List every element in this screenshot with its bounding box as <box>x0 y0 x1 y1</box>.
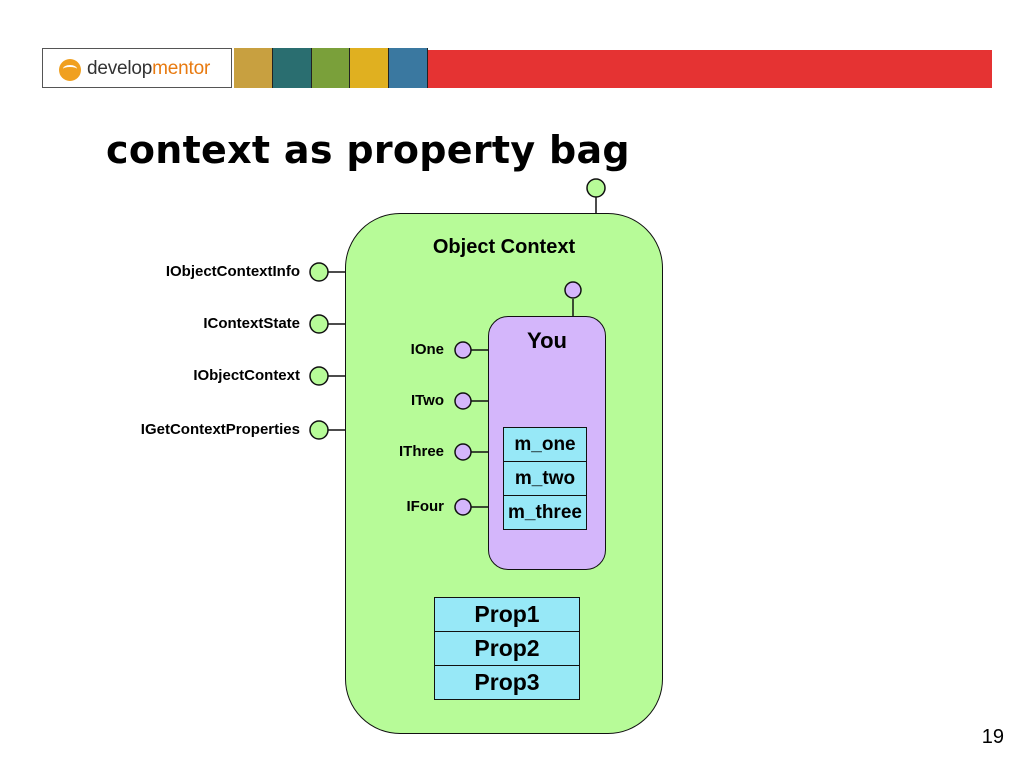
page-number: 19 <box>981 726 1004 748</box>
image-tile <box>234 48 273 88</box>
object-context-label: Object Context <box>432 236 576 258</box>
inner-top-lollipop-icon <box>564 281 582 299</box>
property-bag-table: Prop1 Prop2 Prop3 <box>434 597 580 700</box>
header-red-bar <box>428 50 992 88</box>
header-banner: developmentor <box>42 48 992 90</box>
image-tile <box>389 48 428 88</box>
member-field-cell: m_three <box>503 495 587 530</box>
logo-text-develop: develop <box>87 58 153 79</box>
inner-interface-lollipop-icon <box>454 498 472 516</box>
logo-text-mentor: mentor <box>152 58 211 79</box>
interface-label-ifour: IFour <box>406 498 445 515</box>
inner-interface-lollipop-icon <box>454 443 472 461</box>
inner-interface-lollipop-icon <box>454 392 472 410</box>
interface-label-ione: IOne <box>410 341 444 358</box>
image-tiles <box>234 48 428 88</box>
member-field-cell: m_two <box>503 461 587 495</box>
outer-interface-lollipop-icon <box>309 420 329 440</box>
member-field-cell: m_one <box>503 427 587 461</box>
interface-label-iobjectcontext: IObjectContext <box>193 367 300 384</box>
property-cell: Prop3 <box>434 665 580 700</box>
developmentor-logo: developmentor <box>42 48 232 88</box>
interface-label-iobjectcontextinfo: IObjectContextInfo <box>165 263 300 280</box>
outer-interface-lollipop-icon <box>309 366 329 386</box>
slide-title: context as property bag <box>106 128 630 172</box>
outer-top-lollipop-icon <box>586 178 606 198</box>
property-cell: Prop1 <box>434 597 580 631</box>
property-cell: Prop2 <box>434 631 580 665</box>
interface-label-igetcontextproperties: IGetContextProperties <box>140 421 300 438</box>
inner-interface-lollipop-icon <box>454 341 472 359</box>
outer-interface-lollipop-icon <box>309 262 329 282</box>
logo-icon <box>59 59 81 81</box>
image-tile <box>350 48 390 88</box>
outer-interface-lollipop-icon <box>309 314 329 334</box>
interface-label-ithree: IThree <box>398 443 444 460</box>
image-tile <box>311 48 351 88</box>
you-object-label: You <box>527 328 567 353</box>
image-tile <box>272 48 312 88</box>
interface-label-icontextstate: IContextState <box>203 315 300 332</box>
member-fields-table: m_one m_two m_three <box>503 427 587 530</box>
interface-label-itwo: ITwo <box>410 392 444 409</box>
